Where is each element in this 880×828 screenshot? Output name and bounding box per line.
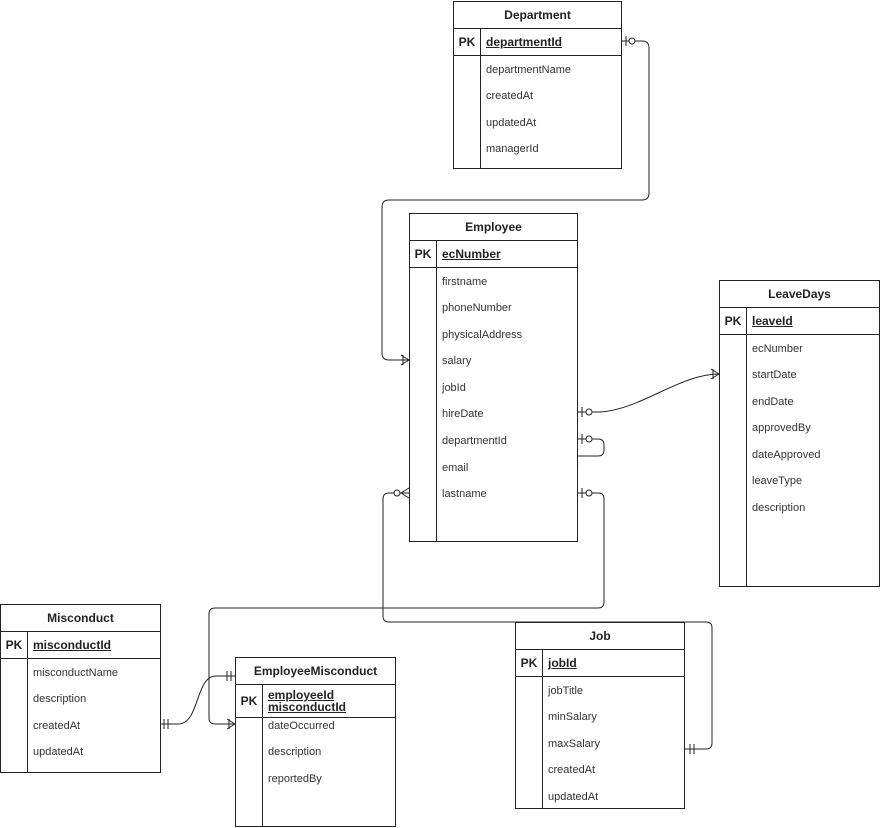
entity-employeemisconduct[interactable]: EmployeeMisconduct PK employeeId miscond… [235,657,396,827]
attribute: updatedAt [33,746,84,758]
entity-title: EmployeeMisconduct [236,658,395,685]
attribute: endDate [752,396,794,408]
entity-title: Job [516,623,684,650]
attribute: maxSalary [548,738,600,750]
pk-field: misconductId [33,638,112,652]
attribute: misconductName [33,667,118,679]
attribute: updatedAt [548,791,599,803]
attribute: phoneNumber [442,302,512,314]
attribute: departmentName [486,64,571,76]
attribute-list: departmentName createdAt updatedAt manag… [454,56,621,168]
pk-label: PK [724,314,742,328]
entity-title: Department [454,2,621,29]
pk-field: leaveId [752,314,793,328]
attribute: jobTitle [548,685,584,697]
attribute: departmentId [442,435,507,447]
attribute-list: misconductName description createdAt upd… [1,659,160,772]
entity-job[interactable]: Job PK jobId jobTitle minSalary maxSalar… [515,622,685,809]
attribute: ecNumber [752,343,803,355]
pk-row: PK jobId [516,650,684,677]
attribute: description [752,502,806,514]
attribute-list: ecNumber startDate endDate approvedBy da… [720,335,879,586]
entity-misconduct[interactable]: Misconduct PK misconductId misconductNam… [0,604,161,773]
attribute: salary [442,355,472,367]
entity-title: Misconduct [1,605,160,632]
rel-employee-employeemisconduct [208,492,605,725]
pk-label: PK [414,247,432,261]
attribute: physicalAddress [442,329,523,341]
pk-row: PK departmentId [454,29,621,56]
rel-employee-leavedays [578,373,720,413]
attribute: managerId [486,143,539,155]
rel-department-employee [381,40,650,361]
attribute: hireDate [442,408,484,420]
attribute: startDate [752,369,797,381]
entity-employee[interactable]: Employee PK ecNumber firstname phoneNumb… [409,213,578,542]
attribute: dateOccurred [268,720,335,732]
attribute: minSalary [548,711,597,723]
entity-department[interactable]: Department PK departmentId departmentNam… [453,1,622,169]
attribute: email [442,462,469,474]
pk-label: PK [5,638,23,652]
pk-field: jobId [548,656,577,670]
pk-field: ecNumber [442,247,501,261]
attribute: createdAt [33,720,81,732]
pk-label: PK [520,656,538,670]
attribute: jobId [442,382,466,394]
attribute: approvedBy [752,422,811,434]
pk-row: PK ecNumber [410,241,577,268]
pk-row: PK leaveId [720,308,879,335]
attribute: createdAt [548,764,596,776]
entity-title: Employee [410,214,577,241]
pk-field-misconductid: misconductId [268,700,347,714]
rel-misconduct-employeemisconduct [160,675,235,725]
attribute: description [33,693,87,705]
attribute: leaveType [752,475,803,487]
attribute: reportedBy [268,773,322,785]
pk-label: PK [240,694,258,708]
pk-row: PK employeeId misconductId [236,685,395,718]
attribute: description [268,746,322,758]
pk-field-employeeid: employeeId [268,688,335,702]
entity-leavedays[interactable]: LeaveDays PK leaveId ecNumber startDate … [719,280,880,587]
pk-field: departmentId [486,35,563,49]
pk-row: PK misconductId [1,632,160,659]
attribute: firstname [442,276,488,288]
entity-title: LeaveDays [720,281,879,308]
attribute-list: firstname phoneNumber physicalAddress sa… [410,268,577,541]
pk-label: PK [458,35,476,49]
attribute: lastname [442,488,487,500]
attribute-list: dateOccurred description reportedBy [236,718,395,826]
attribute: dateApproved [752,449,821,461]
attribute: createdAt [486,90,534,102]
attribute: updatedAt [486,117,537,129]
attribute-list: jobTitle minSalary maxSalary createdAt u… [516,677,684,808]
